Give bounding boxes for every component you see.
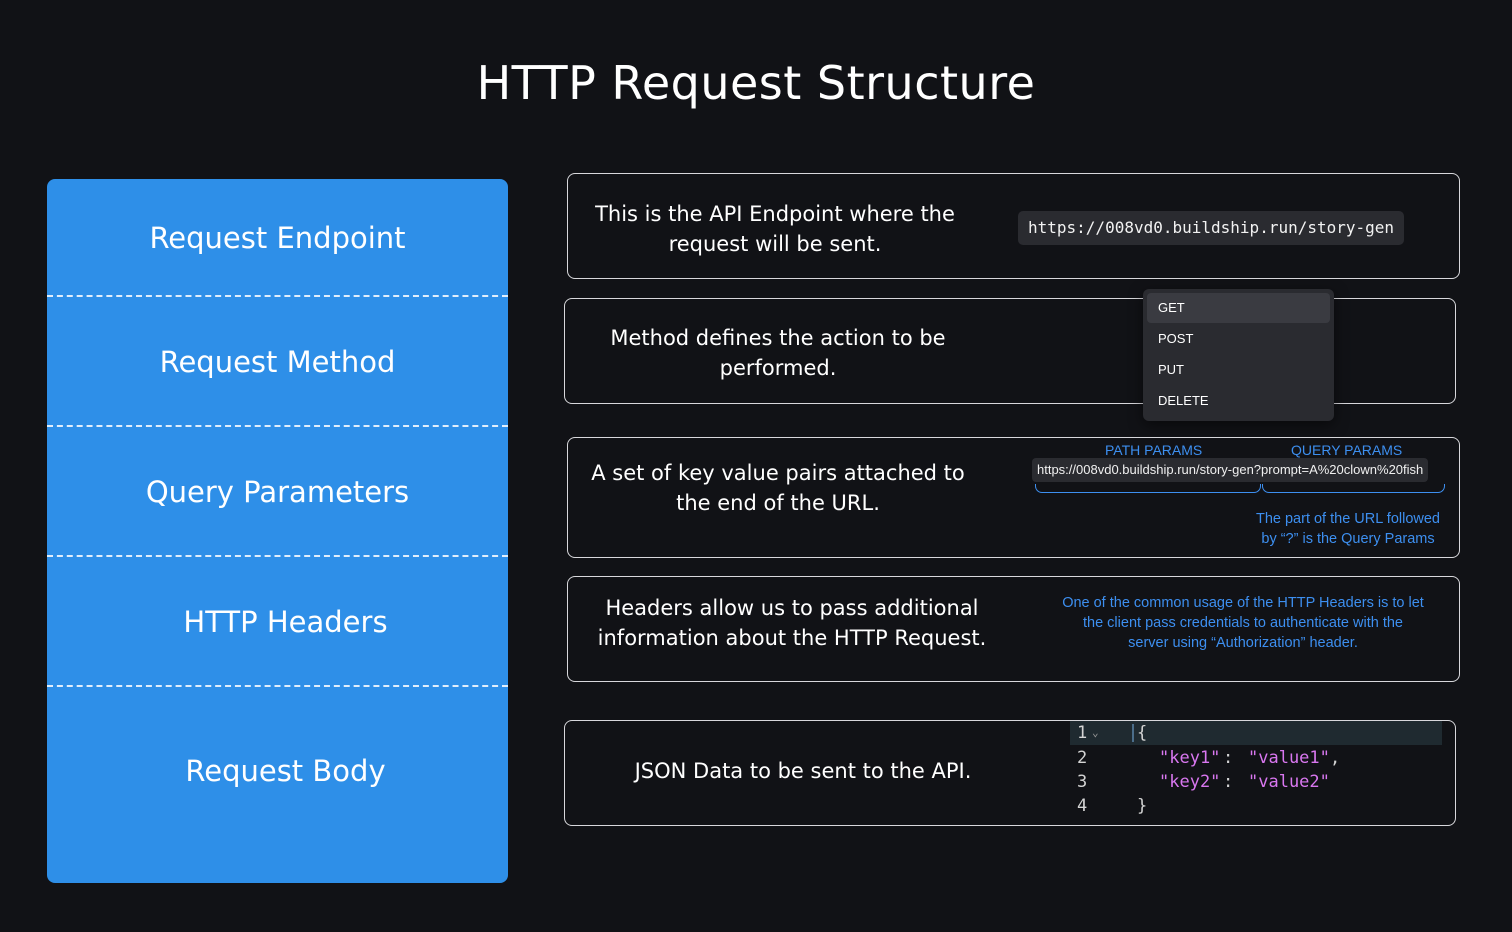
json-value: "value1" (1248, 748, 1330, 768)
headers-description: Headers allow us to pass additional info… (578, 593, 1006, 653)
description-line: JSON Data to be sent to the API. (634, 759, 972, 783)
code-line: 4 } (1070, 794, 1442, 818)
method-description: Method defines the action to be performe… (578, 323, 978, 383)
line-number: 1 (1077, 723, 1088, 743)
json-value: "value2" (1248, 772, 1330, 792)
note-line: One of the common usage of the HTTP Head… (1062, 595, 1424, 611)
query-box (567, 437, 1460, 558)
json-key: "key1" (1159, 748, 1221, 768)
description-line: request will be sent. (668, 232, 882, 256)
code-line: 2 "key1" : "value1" , (1070, 746, 1442, 770)
code-token: : (1223, 772, 1244, 792)
page-title: HTTP Request Structure (476, 56, 1036, 110)
path-params-bracket (1035, 484, 1261, 493)
method-dropdown[interactable]: GET POST PUT DELETE (1143, 289, 1334, 421)
body-description: JSON Data to be sent to the API. (603, 756, 1003, 786)
sections-panel: Request Endpoint Request Method Query Pa… (47, 179, 508, 883)
description-line: A set of key value pairs attached to (591, 461, 965, 485)
section-label-endpoint: Request Endpoint (149, 220, 406, 255)
query-params-bracket (1262, 484, 1445, 493)
text-cursor (1132, 724, 1134, 742)
line-number: 2 (1077, 748, 1088, 768)
query-url: https://008vd0.buildship.run/story-gen?p… (1032, 458, 1429, 482)
method-option-delete[interactable]: DELETE (1158, 393, 1209, 408)
note-line: The part of the URL followed (1255, 511, 1441, 527)
section-divider (47, 425, 508, 427)
note-line: the client pass credentials to authentic… (1083, 615, 1403, 631)
section-label-query: Query Parameters (145, 475, 410, 509)
line-number: 3 (1077, 772, 1088, 792)
description-line: Method defines the action to be (610, 326, 946, 350)
code-token: : (1223, 748, 1244, 768)
method-option-post[interactable]: POST (1158, 331, 1194, 346)
code-token: , (1330, 748, 1341, 768)
code-line: 1 ⌄ { (1070, 721, 1442, 745)
section-divider (47, 295, 508, 297)
chevron-down-icon[interactable]: ⌄ (1092, 726, 1099, 739)
endpoint-url[interactable]: https://008vd0.buildship.run/story-gen (1018, 211, 1405, 245)
code-token: } (1137, 796, 1148, 816)
method-option-put[interactable]: PUT (1158, 362, 1184, 377)
json-code-editor[interactable]: 1 ⌄ { 2 "key1" : "value1" , 3 "key2" : "… (1070, 721, 1442, 821)
endpoint-description: This is the API Endpoint where the reque… (575, 199, 975, 259)
headers-box (567, 576, 1460, 682)
code-line: 3 "key2" : "value2" (1070, 770, 1442, 794)
description-line: information about the HTTP Request. (597, 626, 987, 650)
method-option-get[interactable]: GET (1147, 293, 1330, 323)
section-label-method: Request Method (159, 345, 396, 379)
query-note: The part of the URL followed by “?” is t… (1236, 509, 1460, 549)
section-divider (47, 555, 508, 557)
section-divider (47, 685, 508, 687)
query-description: A set of key value pairs attached to the… (578, 458, 978, 518)
description-line: This is the API Endpoint where the (595, 202, 955, 226)
description-line: performed. (719, 356, 837, 380)
headers-note: One of the common usage of the HTTP Head… (1030, 593, 1456, 653)
section-label-body: Request Body (185, 754, 386, 788)
description-line: Headers allow us to pass additional (605, 596, 979, 620)
code-token: { (1137, 723, 1148, 743)
note-line: by “?” is the Query Params (1261, 531, 1435, 547)
path-params-label: PATH PARAMS (1105, 442, 1203, 458)
query-params-label: QUERY PARAMS (1291, 442, 1403, 458)
json-key: "key2" (1159, 772, 1221, 792)
line-number: 4 (1077, 796, 1088, 816)
note-line: server using “Authorization” header. (1128, 635, 1358, 651)
section-label-headers: HTTP Headers (183, 605, 388, 639)
description-line: the end of the URL. (676, 491, 880, 515)
